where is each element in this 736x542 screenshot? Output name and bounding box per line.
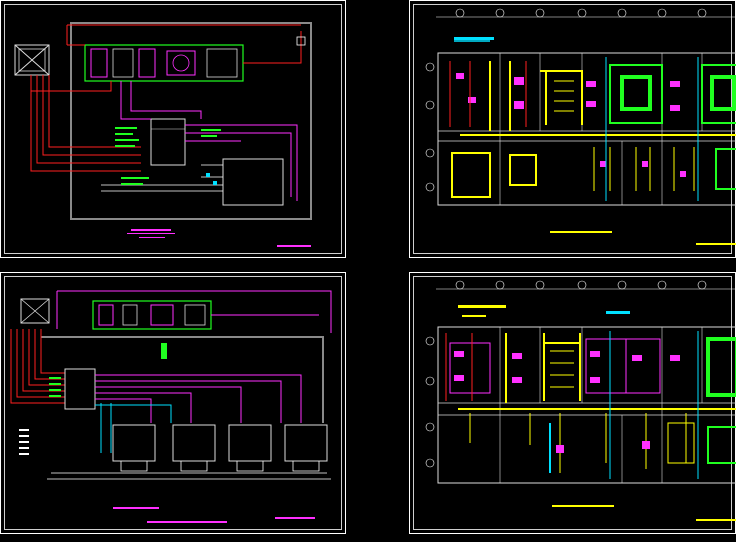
drawing-sheet-bottom-right (409, 272, 736, 534)
outdoor-unit (14, 44, 50, 76)
control-cabinet (222, 158, 284, 206)
sheet-frame (413, 4, 732, 254)
controller-panel (150, 118, 186, 166)
sheet-frame (4, 276, 342, 530)
ahu-control-schematic (14, 22, 312, 247)
drawing-sheet-bottom-left (0, 272, 346, 534)
drawing-sheet-top-right (409, 0, 736, 258)
sheet-frame (4, 4, 342, 254)
duct-loop (70, 22, 312, 220)
drawing-sheet-top-left (0, 0, 346, 258)
multi-unit-control-schematic (10, 290, 332, 523)
floor-plan-hvac (425, 8, 736, 245)
air-handling-unit (84, 44, 244, 82)
floor-plan-hvac-2 (425, 280, 736, 521)
